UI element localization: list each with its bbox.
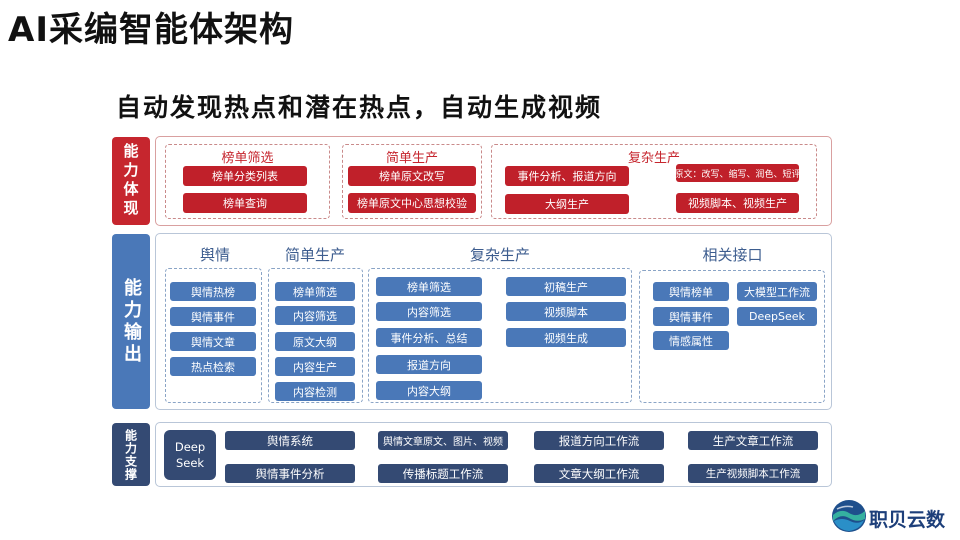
outline-production-button[interactable]: 大纲生产 [505,194,629,214]
complex-list-filter-button[interactable]: 榜单筛选 [376,277,482,296]
group-interfaces [639,270,825,403]
api-deepseek-button[interactable]: DeepSeek [737,307,817,326]
content-detection-button[interactable]: 内容检测 [275,382,355,401]
report-direction-workflow-button[interactable]: 报道方向工作流 [534,431,664,450]
group-title: 复杂生产 [627,151,680,166]
event-summary-button[interactable]: 事件分析、总结 [376,328,482,347]
original-edit-button[interactable]: 原文：改写、缩写、润色、短评 [675,164,801,182]
api-llm-workflow-button[interactable]: 大模型工作流 [737,282,817,301]
group-title-simple: 简单生产 [284,246,345,264]
video-script-workflow-button[interactable]: 生产视频脚本工作流 [688,464,818,483]
page-title: AI采编智能体架构 [8,10,294,50]
simple-list-filter-button[interactable]: 榜单筛选 [275,282,355,301]
wave-globe-icon [831,499,867,533]
report-direction-button[interactable]: 报道方向 [376,355,482,374]
sentiment-event-analysis-button[interactable]: 舆情事件分析 [225,464,355,483]
event-analysis-button[interactable]: 事件分析、报道方向 [505,166,629,186]
sentiment-event-button[interactable]: 舆情事件 [170,307,256,326]
group-simple [268,268,363,403]
content-production-button[interactable]: 内容生产 [275,357,355,376]
group-title-interfaces: 相关接口 [702,246,763,264]
rewrite-button[interactable]: 榜单原文改写 [348,166,476,186]
original-outline-button[interactable]: 原文大纲 [275,332,355,351]
video-script-production-button[interactable]: 视频脚本、视频生产 [676,193,799,213]
hotspot-search-button[interactable]: 热点检索 [170,357,256,376]
group-title: 简单生产 [385,151,438,166]
headline-workflow-button[interactable]: 传播标题工作流 [378,464,508,483]
content-outline-button[interactable]: 内容大纲 [376,381,482,400]
row-label-capability-show: 能力体现 [112,137,150,225]
sentiment-article-media-button[interactable]: 舆情文章原文、图片、视频 [378,431,508,450]
group-complex [368,268,632,403]
list-query-button[interactable]: 榜单查询 [183,193,307,213]
group-title-complex: 复杂生产 [469,246,530,264]
api-sentiment-attribute-button[interactable]: 情感属性 [653,331,729,350]
group-title: 榜单筛选 [221,151,274,166]
list-category-button[interactable]: 榜单分类列表 [183,166,307,186]
sentiment-article-button[interactable]: 舆情文章 [170,332,256,351]
video-generation-button[interactable]: 视频生成 [506,328,626,347]
main-idea-check-button[interactable]: 榜单原文中心思想校验 [348,193,476,213]
article-production-workflow-button[interactable]: 生产文章工作流 [688,431,818,450]
group-sentiment [165,268,262,403]
row-label-capability-output: 能力输出 [112,234,150,409]
simple-content-filter-button[interactable]: 内容筛选 [275,306,355,325]
sentiment-hotlist-button[interactable]: 舆情热榜 [170,282,256,301]
group-simple-production: 简单生产 [342,144,482,219]
api-sentiment-event-button[interactable]: 舆情事件 [653,307,729,326]
group-title-sentiment: 舆情 [199,246,230,264]
logo-text: 职贝云数 [869,509,946,531]
group-complex-production: 复杂生产 [491,144,817,219]
api-sentiment-list-button[interactable]: 舆情榜单 [653,282,729,301]
sentiment-system-button[interactable]: 舆情系统 [225,431,355,450]
deepseek-block[interactable]: Deep Seek [164,430,216,480]
group-list-filter: 榜单筛选 [165,144,330,219]
complex-content-filter-button[interactable]: 内容筛选 [376,302,482,321]
video-script-button[interactable]: 视频脚本 [506,302,626,321]
outline-workflow-button[interactable]: 文章大纲工作流 [534,464,664,483]
row-label-capability-support: 能力支撑 [112,423,150,486]
draft-production-button[interactable]: 初稿生产 [506,277,626,296]
page-subtitle: 自动发现热点和潜在热点，自动生成视频 [116,93,603,122]
